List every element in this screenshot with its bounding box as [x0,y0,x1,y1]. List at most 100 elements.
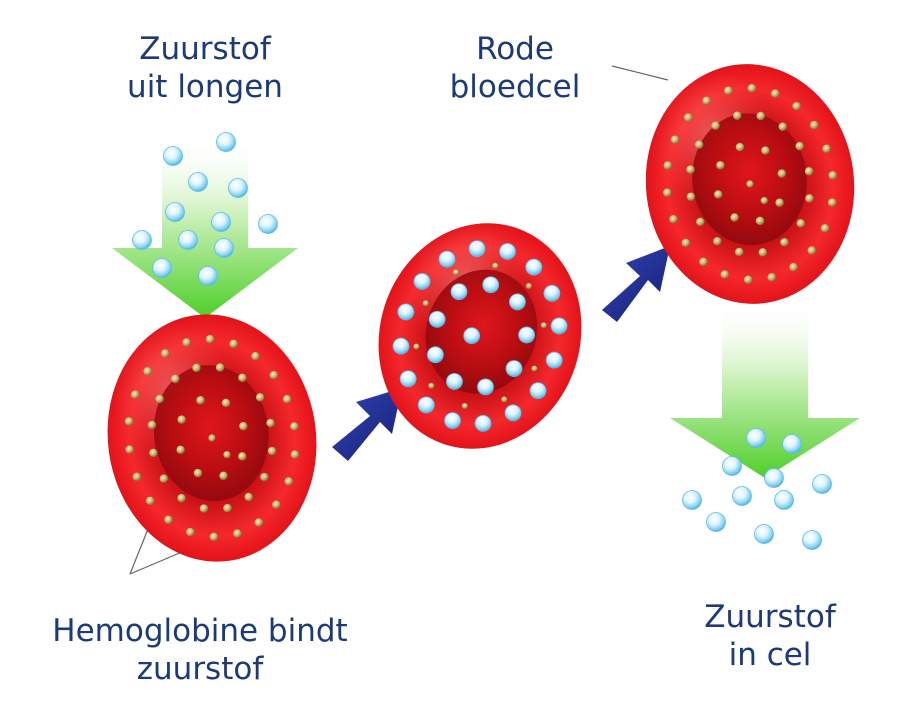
hemoglobin-dot-icon [796,219,806,228]
hemoglobin-dot-icon [778,122,787,131]
hemoglobin-dot-icon [758,248,767,257]
oxygen-bubble-icon [482,276,500,294]
oxygen-bubble-icon [782,434,802,454]
oxygen-bubble-icon [764,468,784,488]
oxygen-bubble-icon [165,202,185,222]
hemoglobin-dot-icon [193,468,203,478]
hemoglobin-dot-icon [422,300,429,307]
oxygen-bubble-icon [446,373,463,390]
hemoglobin-dot-icon [714,190,723,199]
oxygen-bubble-icon [132,230,152,250]
process-arrow-icon [332,388,402,461]
oxygen-bubble-icon [474,414,492,432]
hemoglobin-dot-icon [771,89,780,98]
oxygen-bubble-icon [413,272,431,290]
red-blood-cell [378,223,582,449]
hemoglobin-dot-icon [735,247,744,257]
hemoglobin-dot-icon [669,215,678,224]
hemoglobin-dot-icon [663,188,672,197]
label-line: Zuurstof [139,31,271,67]
hemoglobin-dot-icon [284,477,293,486]
hemoglobin-dot-icon [205,334,215,344]
hemoglobin-dot-icon [492,262,499,269]
hemoglobin-dot-icon [501,396,508,403]
label-line: bloedcel [449,69,581,105]
oxygen-bubble-icon [428,310,446,328]
oxygen-bubble-icon [525,258,543,276]
hemoglobin-dot-icon [755,216,765,226]
label-hemoglobin-binds-oxygen: Hemoglobine bindt zuurstof [30,612,370,688]
hemoglobin-dot-icon [822,144,831,153]
hemoglobin-dot-icon [290,422,299,431]
hemoglobin-dot-icon [176,445,185,454]
hemoglobin-dot-icon [531,365,538,372]
hemoglobin-dot-icon [182,338,191,347]
hemoglobin-dot-icon [711,121,720,130]
oxygen-bubble-icon [545,351,563,369]
oxygen-bubble-icon [812,474,832,494]
hemoglobin-dot-icon [694,140,704,149]
free-oxygen-layer [132,132,832,550]
oxygen-bubble-icon [732,486,752,506]
hemoglobin-dot-icon [164,515,173,525]
oxygen-bubble-icon [214,238,234,258]
hemoglobin-dot-icon [260,472,269,482]
label-line: in cel [728,637,812,673]
hemoglobin-dot-icon [192,363,201,373]
hemoglobin-dot-icon [238,373,247,383]
hemoglobin-dot-icon [143,367,152,376]
hemoglobin-dot-icon [255,393,265,402]
process-arrow-icon [602,246,670,322]
hemoglobin-dot-icon [775,198,784,207]
hemoglobin-dot-icon [699,257,708,267]
hemoglobin-dot-icon [733,111,742,120]
oxygen-bubble-icon [444,412,461,429]
label-oxygen-from-lungs: Zuurstof uit longen [110,30,300,106]
hemoglobin-dot-icon [131,390,140,399]
label-line: Hemoglobine bindt [52,613,348,649]
oxygen-bubble-icon [682,490,702,510]
oxygen-bubble-icon [518,326,535,344]
hemoglobin-dot-icon [747,84,757,93]
hemoglobin-dot-icon [805,194,814,203]
hemoglobin-dot-icon [125,445,134,454]
hemoglobin-dot-icon [215,363,225,372]
hemoglobin-dot-icon [208,434,216,442]
hemoglobin-dot-icon [789,263,798,272]
hemoglobin-dot-icon [145,496,155,506]
hemoglobin-dot-icon [251,351,260,361]
hemoglobin-dot-icon [244,492,253,502]
oxygen-bubble-icon [508,293,526,311]
oxygen-bubble-icon [426,346,444,364]
hemoglobin-dot-icon [428,382,435,389]
oxygen-bubble-icon [722,456,742,476]
oxygen-bubble-icon [550,317,568,335]
hemoglobin-dot-icon [149,448,158,458]
hemoglobin-dot-icon [272,500,281,509]
hemoglobin-dot-icon [540,322,547,329]
hemoglobin-dot-icon [186,527,195,537]
hemoglobin-dot-icon [702,96,711,105]
hemoglobin-dot-icon [239,422,248,431]
hemoglobin-dot-icon [290,450,300,459]
oxygen-bubble-icon [417,396,435,414]
flow-arrow-down-icon [670,300,860,478]
label-red-blood-cell: Rode bloedcel [430,30,600,106]
hemoglobin-dot-icon [209,532,219,542]
hemoglobin-dot-icon [155,394,164,404]
oxygen-bubble-icon [706,512,726,532]
hemoglobin-dot-icon [229,339,238,349]
hemoglobin-dot-icon [828,171,837,180]
hemoglobin-dot-icon [461,403,468,410]
hemoglobin-dot-icon [223,451,231,459]
oxygen-bubble-icon [505,360,523,377]
oxygen-bubble-icon [529,382,547,400]
oxygen-bubble-icon [397,303,415,321]
oxygen-bubble-icon [188,172,208,192]
hemoglobin-dot-icon [670,135,680,144]
oxygen-bubble-icon [746,428,766,448]
oxygen-bubble-icon [163,146,183,166]
oxygen-bubble-icon [211,212,231,232]
hemoglobin-dot-icon [282,395,292,404]
